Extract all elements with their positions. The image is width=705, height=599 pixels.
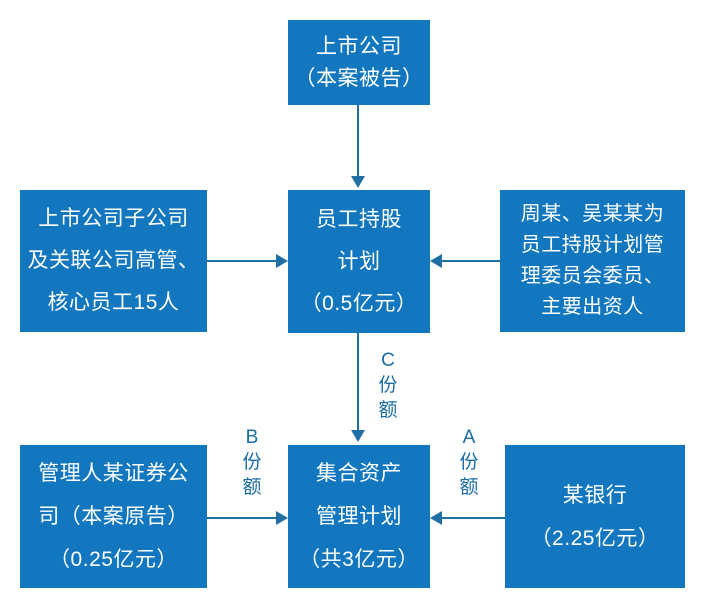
node-bank: 某银行 （2.25亿元）	[505, 445, 685, 588]
edge-label-b-line-3: 额	[242, 477, 262, 498]
connector-securities-manager-to-asset-plan	[207, 517, 277, 519]
node-committee-line-1: 周某、吴某某为	[520, 203, 665, 225]
node-asset-plan-line-3: （共3亿元）	[299, 548, 419, 571]
node-subsidiary-line-2: 及关联公司高管、	[27, 249, 200, 272]
node-subsidiary-line-3: 核心员工15人	[47, 291, 180, 314]
edge-label-c-line-1: C	[381, 350, 395, 371]
node-listed-company: 上市公司 （本案被告）	[288, 20, 430, 105]
connector-bank-to-asset-plan	[442, 517, 505, 519]
node-esop-management-committee-members: 周某、吴某某为 员工持股计划管 理委员会委员、 主要出资人	[500, 190, 685, 332]
arrowhead-bank-to-asset-plan	[430, 511, 442, 525]
connector-listed-company-to-esop	[357, 105, 359, 177]
node-collective-asset-management-plan: 集合资产 管理计划 （共3亿元）	[288, 445, 430, 588]
node-asset-plan-line-1: 集合资产	[316, 462, 402, 485]
edge-label-b-line-1: B	[245, 427, 259, 448]
arrowhead-committee-to-esop	[430, 254, 442, 268]
node-esop-line-3: （0.5亿元）	[300, 291, 418, 315]
node-committee-line-3: 理委员会委员、	[520, 265, 665, 287]
node-securities-manager-line-1: 管理人某证券公	[38, 462, 189, 485]
node-listed-company-line-1: 上市公司	[316, 34, 402, 58]
arrowhead-securities-manager-to-asset-plan	[276, 511, 288, 525]
edge-label-b-line-2: 份	[242, 452, 262, 473]
edge-label-a-share: A 份 额	[452, 425, 486, 500]
node-subsidiary-line-1: 上市公司子公司	[38, 207, 189, 230]
edge-label-a-line-1: A	[462, 427, 476, 448]
arrowhead-subsidiary-to-esop	[276, 254, 288, 268]
edge-label-a-line-2: 份	[459, 452, 479, 473]
edge-label-c-share: C 份 额	[371, 348, 405, 423]
node-committee-line-4: 主要出资人	[541, 296, 644, 318]
node-listed-company-line-2: （本案被告）	[294, 66, 424, 90]
connector-committee-to-esop	[442, 260, 500, 262]
connector-subsidiary-to-esop	[207, 260, 277, 262]
arrowhead-esop-to-asset-plan	[351, 430, 365, 442]
connector-esop-to-asset-plan	[357, 333, 359, 431]
node-esop-line-2: 计划	[337, 249, 381, 273]
node-bank-line-2: （2.25亿元）	[530, 526, 660, 550]
edge-label-c-line-2: 份	[378, 375, 398, 396]
node-manager-securities-company: 管理人某证券公 司（本案原告） （0.25亿元）	[20, 445, 207, 588]
node-employee-stock-ownership-plan: 员工持股 计划 （0.5亿元）	[288, 190, 430, 333]
node-securities-manager-line-3: （0.25亿元）	[49, 548, 178, 571]
node-securities-manager-line-2: 司（本案原告）	[38, 505, 189, 528]
node-asset-plan-line-2: 管理计划	[316, 505, 402, 528]
node-subsidiary-and-affiliate-executives: 上市公司子公司 及关联公司高管、 核心员工15人	[20, 190, 207, 332]
edge-label-a-line-3: 额	[459, 477, 479, 498]
node-bank-line-1: 某银行	[562, 483, 628, 507]
edge-label-b-share: B 份 额	[235, 425, 269, 500]
edge-label-c-line-3: 额	[378, 400, 398, 421]
node-committee-line-2: 员工持股计划管	[520, 234, 665, 256]
arrowhead-listed-company-to-esop	[351, 176, 365, 188]
node-esop-line-1: 员工持股	[316, 207, 402, 231]
